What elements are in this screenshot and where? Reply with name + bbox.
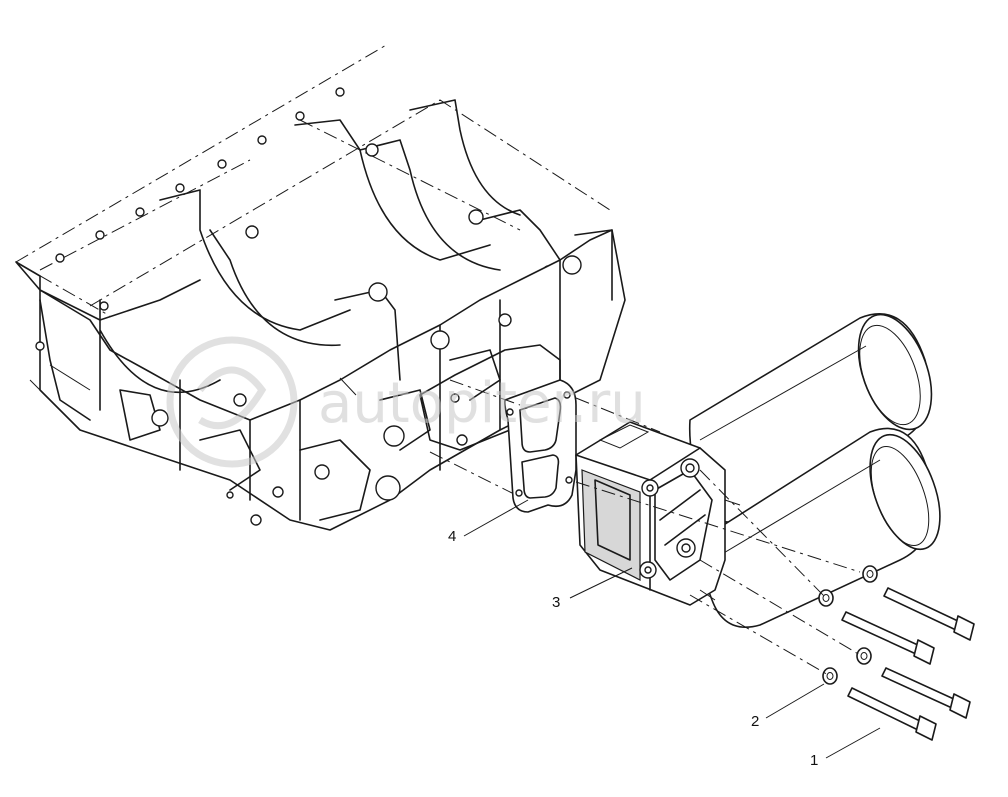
callout-4: 4: [448, 528, 456, 545]
washers: [818, 565, 878, 685]
engine-block: [15, 43, 626, 531]
callout-1: 1: [810, 752, 818, 769]
bolts: [841, 587, 975, 741]
gasket: [504, 379, 577, 513]
assembly-centerlines: [429, 379, 861, 677]
callout-3: 3: [552, 594, 560, 611]
callouts: 4 3 2 1: [448, 499, 881, 769]
watermark-text: autopiter.ru: [318, 371, 646, 436]
oil-filter-housing: [575, 313, 941, 629]
callout-2: 2: [751, 713, 759, 730]
watermark: autopiter.ru: [166, 336, 646, 468]
